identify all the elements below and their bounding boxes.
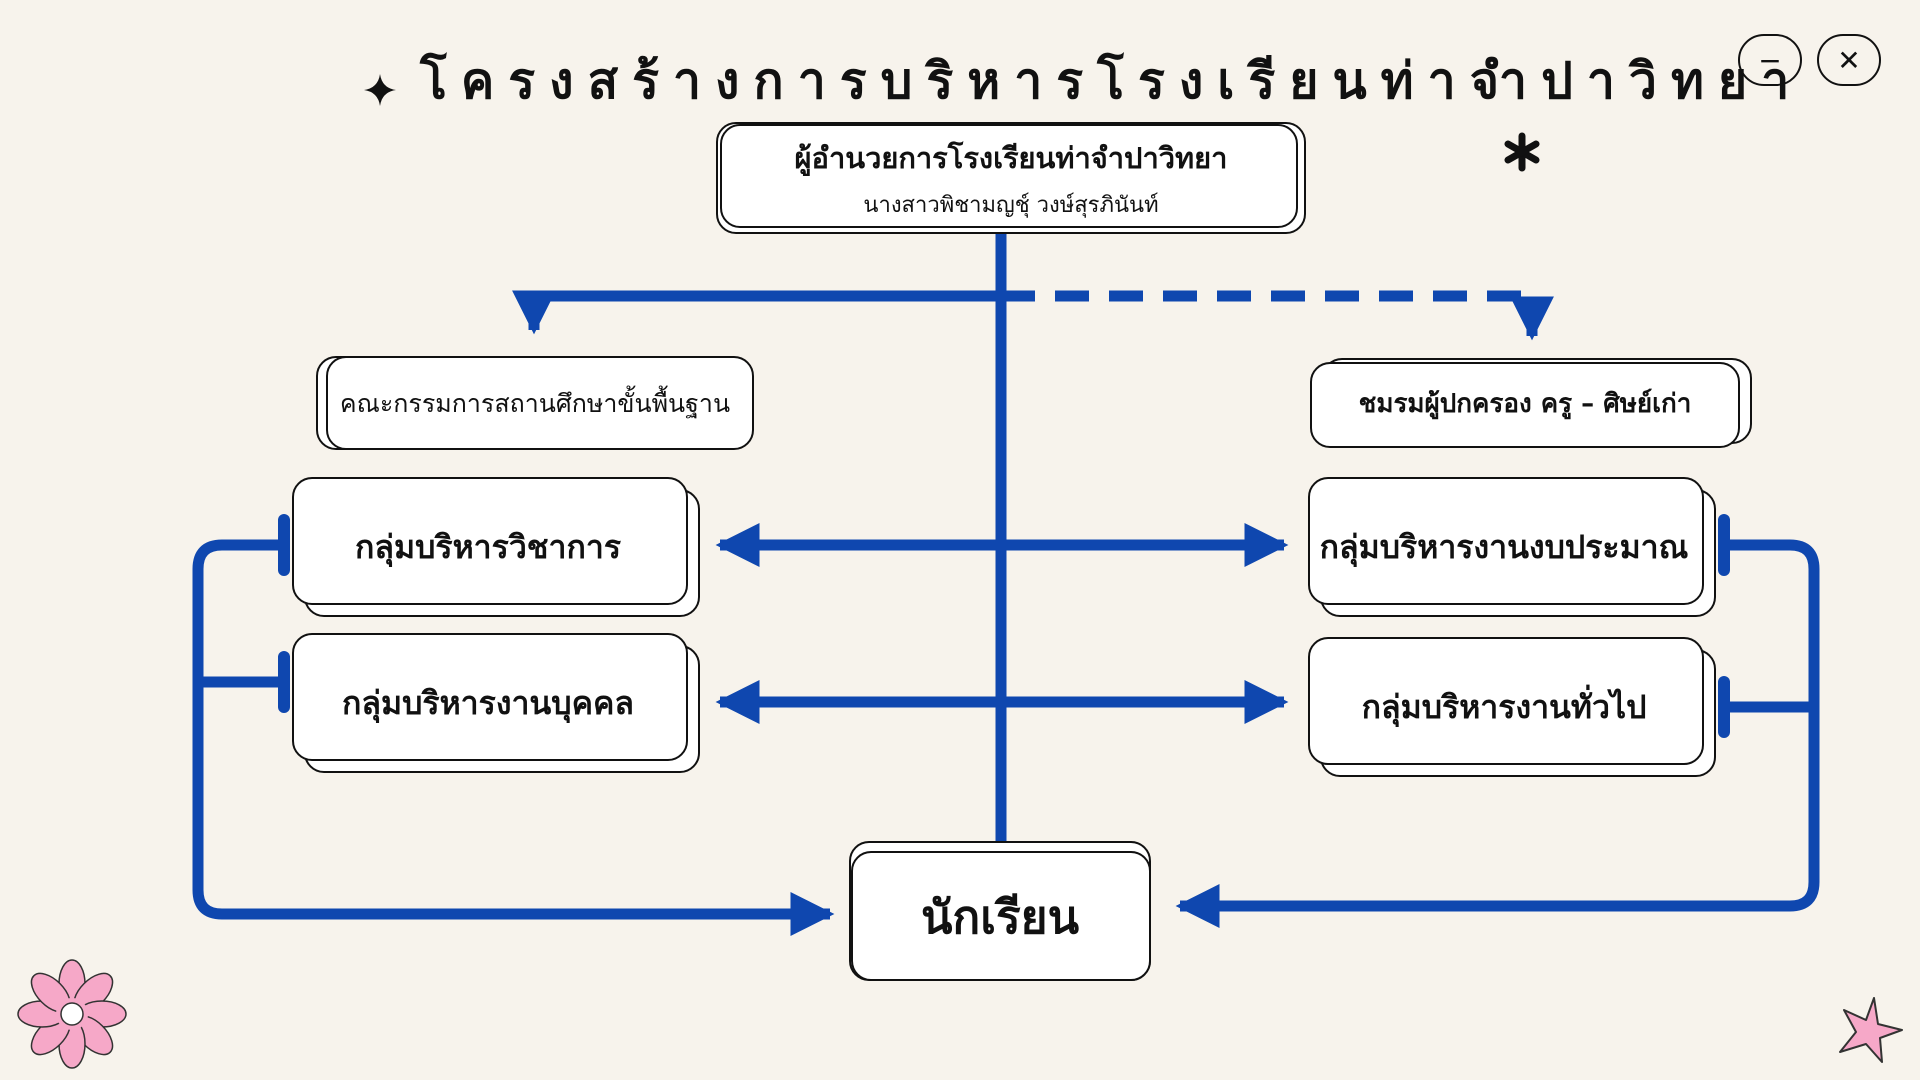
asterisk-icon	[1504, 132, 1540, 172]
right-student-connector	[1175, 539, 1820, 928]
budget-node: กลุ่มบริหารงานงบประมาณ	[1308, 477, 1716, 617]
personnel-node: กลุ่มบริหารงานบุคคล	[292, 633, 700, 773]
association-node: ชมรมผู้ปกครอง ครู – ศิษย์เก่า	[1310, 358, 1752, 448]
flower-icon	[17, 959, 127, 1069]
director-name: นางสาวพิชามญชุ์ วงษ์สุรภินันท์	[863, 192, 1159, 218]
director-title: ผู้อำนวยการโรงเรียนท่าจำปาวิทยา	[794, 140, 1228, 175]
board-label: คณะกรรมการสถานศึกษาขั้นพื้นฐาน	[339, 389, 731, 418]
minimize-icon: −	[1758, 43, 1782, 77]
close-button[interactable]: ✕	[1817, 34, 1881, 86]
personnel-label: กลุ่มบริหารงานบุคคล	[341, 683, 635, 722]
students-label: นักเรียน	[920, 889, 1080, 944]
association-connector	[1001, 290, 1554, 341]
budget-label: กลุ่มบริหารงานงบประมาณ	[1319, 527, 1689, 566]
board-connector	[512, 290, 1001, 335]
page-title: โครงสร้างการบริหารโรงเรียนท่าจำปาวิทยา	[420, 52, 1804, 110]
board-node: คณะกรรมการสถานศึกษาขั้นพื้นฐาน	[316, 356, 754, 452]
star-icon	[1839, 997, 1903, 1063]
association-label: ชมรมผู้ปกครอง ครู – ศิษย์เก่า	[1358, 388, 1692, 419]
sparkle-icon	[364, 74, 396, 106]
general-label: กลุ่มบริหารงานทั่วไป	[1361, 687, 1647, 726]
general-node: กลุ่มบริหารงานทั่วไป	[1308, 637, 1716, 777]
close-icon: ✕	[1837, 43, 1861, 77]
students-node: นักเรียน	[849, 841, 1151, 981]
minimize-button[interactable]: −	[1738, 34, 1802, 86]
director-node: ผู้อำนวยการโรงเรียนท่าจำปาวิทยา นางสาวพิ…	[716, 122, 1306, 234]
left-student-connector	[192, 539, 835, 936]
academic-node: กลุ่มบริหารวิชาการ	[292, 477, 700, 617]
academic-label: กลุ่มบริหารวิชาการ	[354, 527, 621, 566]
